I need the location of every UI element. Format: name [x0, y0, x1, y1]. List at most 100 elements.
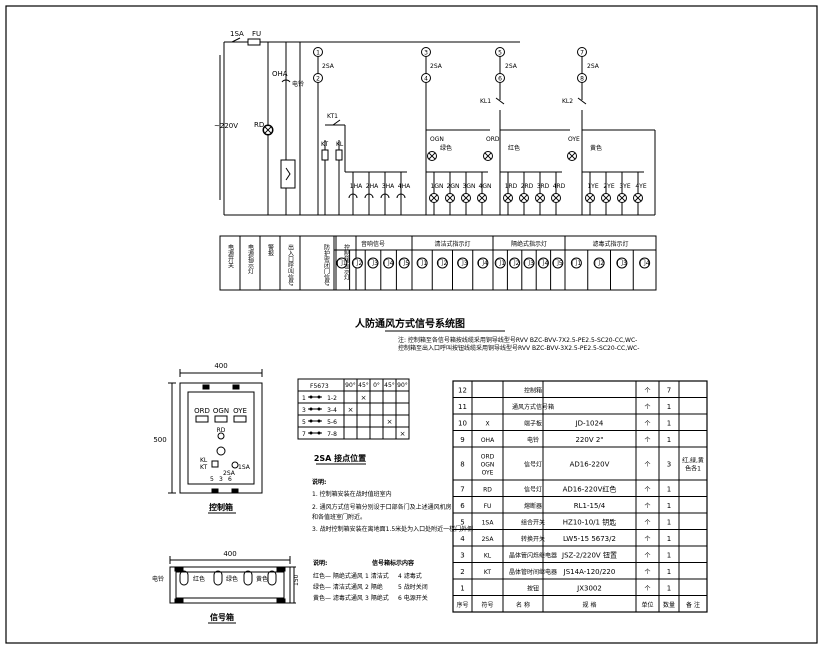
- node-circle: [421, 73, 431, 83]
- node-circle: [495, 73, 505, 83]
- group-head2: 黄色: [590, 144, 602, 152]
- contact-pin: 1: [302, 395, 306, 402]
- signal-box-drawing: [169, 556, 296, 604]
- label-2sa: 2SA: [322, 63, 335, 70]
- bom-spec: JX3002: [576, 584, 602, 592]
- bom-name: 通风方式信号箱: [512, 403, 554, 411]
- bom-note: 色各1: [685, 465, 701, 473]
- lamp-label: 4YE: [635, 183, 646, 190]
- wire-group-header: 滤毒式指示灯: [592, 240, 628, 248]
- door-circle: [537, 257, 549, 269]
- wire-group-header: 音响信号: [361, 240, 385, 248]
- bom-symbol: 2SA: [482, 536, 495, 543]
- contact-pin: 3: [302, 407, 306, 414]
- door-label: 门4: [384, 259, 394, 267]
- control-box-lamp-ogn: OGN: [213, 407, 229, 415]
- door-circle: [398, 257, 410, 269]
- bom-no: 7: [460, 485, 464, 493]
- contact-mark: ×: [387, 418, 393, 426]
- node-number: 2: [316, 76, 320, 83]
- notes-line-1: 1. 控制箱安装在战时值班室内: [312, 490, 392, 498]
- rd-lamp-x2: [264, 126, 272, 134]
- signal-box-caption: 信号箱: [210, 612, 234, 622]
- bom-spec: JSZ-2/220V 钮置: [561, 550, 617, 559]
- control-box-kt: KT: [200, 464, 207, 471]
- bom-spec: AD16-220V: [570, 461, 610, 469]
- indicator-lamp-x2: [504, 194, 512, 202]
- signal-box-bell-label: 电铃: [152, 575, 164, 583]
- bom-name: 电铃: [527, 436, 539, 444]
- contact-dot: [309, 431, 313, 435]
- door-label: 门5: [399, 259, 409, 267]
- control-box-num-6: 6: [228, 476, 232, 483]
- control-box-num-5: 5: [210, 476, 214, 483]
- door-circle: [552, 257, 564, 269]
- contact-angle: 90°: [345, 382, 356, 389]
- door-label: 门4: [538, 259, 548, 267]
- door-label: 门2: [510, 259, 520, 267]
- bom-header: 名 称: [516, 601, 530, 609]
- bom-qty: 1: [667, 584, 671, 592]
- lamp-label: 4HA: [398, 183, 411, 190]
- label-oha: OHA: [272, 70, 288, 78]
- node-circle: [313, 47, 323, 57]
- drawing-frame: [5, 5, 818, 644]
- bom-unit: 个: [644, 569, 650, 576]
- bom-name: 控制箱: [524, 386, 542, 394]
- wire-group-header: 清洁式指示灯: [434, 240, 470, 248]
- bom-unit: 个: [644, 486, 650, 493]
- label-kl2: KL2: [562, 98, 573, 105]
- contact-angle: 90°: [397, 382, 408, 389]
- bom-qty: 1: [667, 419, 671, 427]
- door-circle: [351, 257, 363, 269]
- bom-symbol: OYE: [482, 470, 494, 477]
- legend2-4: 4 滤毒式: [398, 572, 422, 580]
- control-box-lamp-oye: OYE: [233, 407, 247, 415]
- door-label: 门2: [594, 259, 604, 267]
- contact-dot: [309, 419, 313, 423]
- legend2-3: 3 隔绝式: [365, 594, 389, 602]
- contact-mark: ×: [348, 406, 354, 414]
- contact-mark: ×: [361, 394, 367, 402]
- node-circle: [495, 47, 505, 57]
- wire-side-header: 防护密闭门信号: [323, 243, 330, 287]
- bell-symbol: [364, 193, 374, 199]
- door-circle: [336, 257, 348, 269]
- bom-spec: HZ10-10/1 钥匙: [563, 517, 616, 526]
- node-number: 5: [498, 50, 502, 57]
- contact-mark: ×: [400, 430, 406, 438]
- notes-line-4: 3. 战时控制箱安装在离地面1.5米处为入口处附近一楼门外侧: [312, 525, 473, 533]
- bom-qty: 1: [667, 518, 671, 526]
- contact-table-border: [297, 378, 410, 440]
- bom-spec: RL1-15/4: [574, 502, 606, 510]
- bom-no: 12: [458, 386, 467, 394]
- indicator-lamp-x2: [618, 194, 626, 202]
- door-circle: [639, 257, 651, 269]
- control-box-num-3: 3: [219, 476, 223, 483]
- contact-angle: 45°: [358, 382, 369, 389]
- bom-no: 6: [460, 502, 465, 510]
- door-label: 门1: [337, 259, 347, 267]
- bom-name: 转换开关: [521, 535, 545, 543]
- bom-no: 2: [460, 568, 464, 576]
- wire-side-header: 电源指示灯: [247, 243, 254, 275]
- notes-title: 说明:: [312, 478, 326, 486]
- contact-row-label: 3-4: [327, 407, 337, 414]
- group-head: ORD: [486, 136, 500, 143]
- diagram-title: 人防通风方式信号系统图: [355, 317, 465, 330]
- bom-no: 5: [460, 518, 464, 526]
- bell-symbol: [348, 193, 358, 199]
- contact-dot: [317, 395, 321, 399]
- control-box-width: 400: [214, 362, 227, 370]
- label-kt1: KT1: [327, 113, 338, 120]
- bom-name: 信号灯: [524, 485, 542, 493]
- bom-spec: JS14A-120/220: [563, 568, 616, 576]
- bom-header: 备 注: [686, 601, 700, 609]
- contact-pin: 5: [302, 419, 306, 426]
- indicator-lamp-x2: [520, 194, 528, 202]
- control-box-2sa: 2SA: [223, 470, 236, 477]
- bom-symbol: OGN: [481, 462, 495, 469]
- node-circle: [577, 73, 587, 83]
